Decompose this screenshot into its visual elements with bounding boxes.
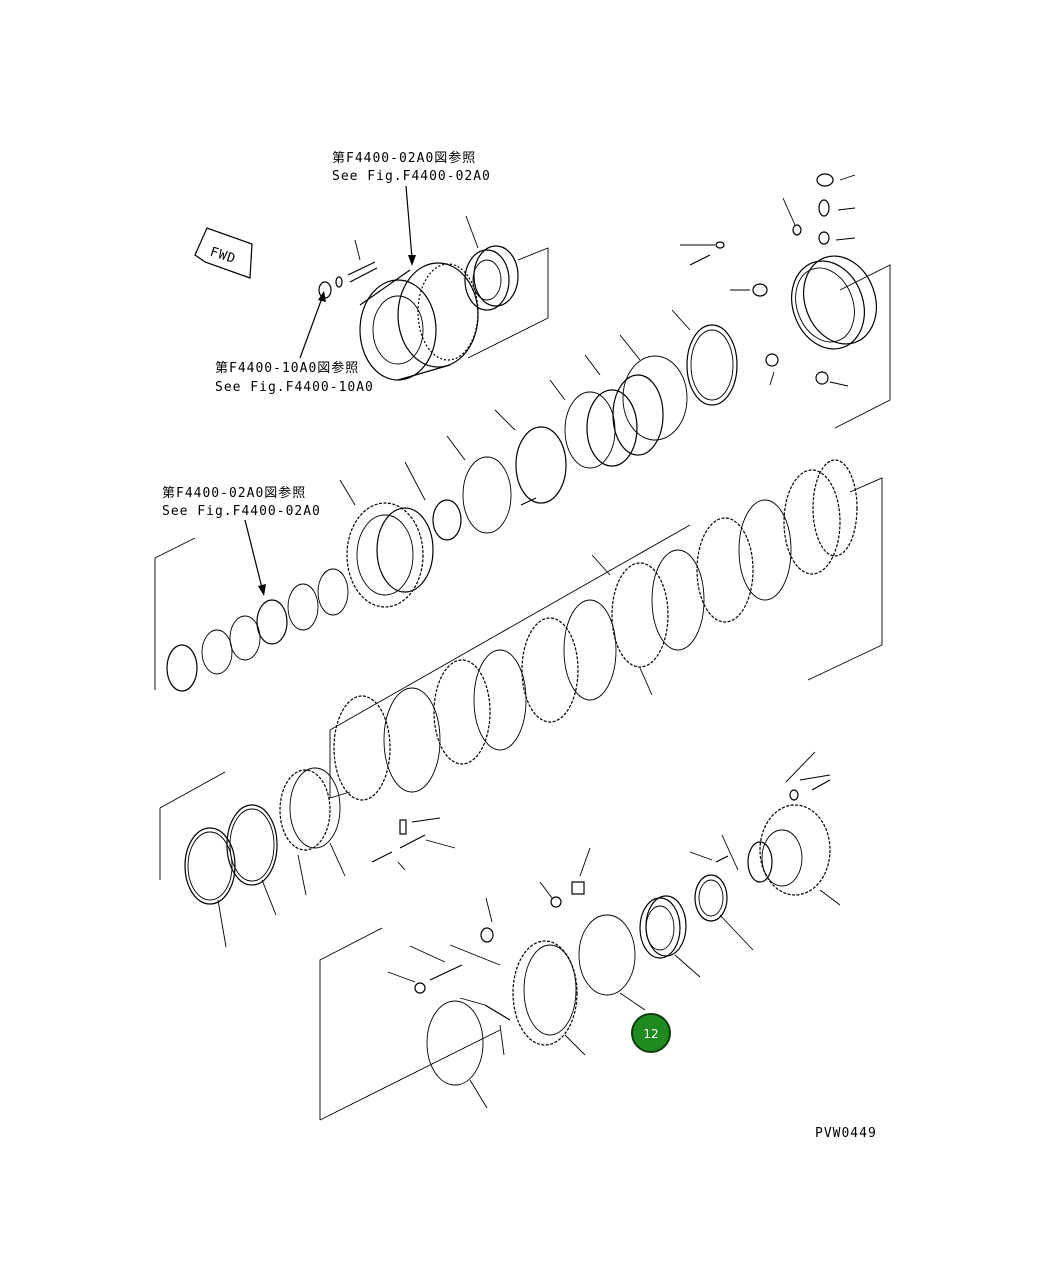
- ref-mid-jp: 第F4400-10A0図参照: [215, 360, 359, 376]
- planet-carrier-housing: [359, 262, 479, 381]
- bearing-top: [464, 245, 519, 311]
- ring-set-upper: [432, 324, 738, 541]
- fwd-arrow-icon: FWD: [194, 227, 253, 279]
- ref-left-en: See Fig.F4400-02A0: [162, 504, 321, 519]
- ref-mid-en: See Fig.F4400-10A0: [215, 380, 374, 395]
- plug-icons-top-right: [680, 173, 856, 387]
- callout-badge-label: 12: [643, 1027, 658, 1041]
- bolt-top-left: [318, 261, 378, 299]
- small-parts-lower: [387, 847, 591, 1056]
- disc-plate-lower: [426, 1000, 484, 1086]
- bracket-lower: [319, 927, 383, 1120]
- ref-left-arrow: [244, 519, 263, 589]
- fwd-label: FWD: [208, 245, 238, 267]
- bracket-clutch-right: [807, 477, 883, 681]
- bracket-top: [467, 247, 549, 359]
- ref-top-arrow: [405, 185, 413, 259]
- callout-badge-12[interactable]: 12: [631, 1013, 671, 1053]
- bearing-lower-right: [639, 874, 728, 959]
- brake-housing-top-right: [791, 255, 877, 350]
- seal-ring-item-12: [578, 914, 636, 996]
- bracket-clutch-left: [329, 730, 351, 799]
- bracket-left: [154, 537, 196, 690]
- drawing-code: PVW0449: [815, 1126, 877, 1141]
- ring-gear-mid-left: [346, 502, 434, 608]
- clutch-plate-pack: [333, 459, 858, 801]
- ref-top-en: See Fig.F4400-02A0: [332, 169, 491, 184]
- ref-top-jp: 第F4400-02A0図参照: [332, 150, 476, 166]
- seal-rings-lower-left: [184, 767, 341, 905]
- output-hub-lower-right: [747, 804, 831, 896]
- bracket-top-right: [834, 264, 891, 429]
- snap-rings-left: [166, 568, 349, 692]
- ref-left-jp: 第F4400-02A0図参照: [162, 485, 306, 501]
- ref-mid-arrow: [299, 297, 323, 359]
- brake-cage-lower: [512, 940, 578, 1046]
- piston-pins: [371, 817, 456, 871]
